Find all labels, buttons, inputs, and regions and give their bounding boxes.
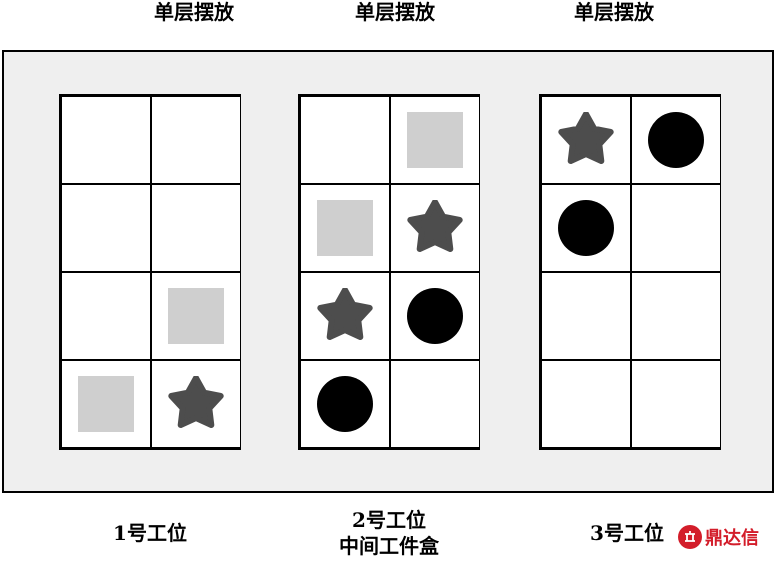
square-part-icon bbox=[407, 112, 463, 168]
grid-cell bbox=[631, 360, 721, 448]
grid-cell bbox=[300, 360, 390, 448]
grid-cell bbox=[631, 184, 721, 272]
grid-cell bbox=[631, 96, 721, 184]
grid-cell bbox=[151, 184, 241, 272]
watermark: 鼎达信 bbox=[678, 524, 759, 550]
watermark-logo-icon bbox=[678, 525, 702, 549]
circle-part-icon bbox=[407, 288, 463, 344]
station-2-label-line-1: 2号工位 bbox=[352, 508, 426, 532]
grid-cell bbox=[300, 184, 390, 272]
station-3-label: 3号工位 bbox=[547, 520, 707, 546]
crescent-part-icon bbox=[76, 115, 136, 165]
grid-cell bbox=[151, 360, 241, 448]
square-part-icon bbox=[168, 288, 224, 344]
watermark-text: 鼎达信 bbox=[705, 528, 759, 549]
grid-cell bbox=[300, 272, 390, 360]
station-1-label-line-1: 1号工位 bbox=[113, 521, 187, 545]
grid-cell bbox=[151, 272, 241, 360]
grid-cell bbox=[541, 96, 631, 184]
grid-cell bbox=[61, 184, 151, 272]
grid-cell bbox=[541, 272, 631, 360]
grid-cell bbox=[541, 184, 631, 272]
star-part-icon bbox=[407, 200, 463, 256]
crescent-part-icon bbox=[646, 379, 706, 429]
station-1-grid bbox=[59, 94, 241, 450]
crescent-part-icon bbox=[405, 379, 465, 429]
grid-cell bbox=[390, 96, 480, 184]
grid-cell bbox=[390, 360, 480, 448]
grid-cell bbox=[631, 272, 721, 360]
circle-part-icon bbox=[648, 112, 704, 168]
station-3-top-label: 单层摆放 bbox=[574, 0, 654, 24]
station-1-label: 1号工位 bbox=[70, 520, 230, 546]
grid-cell bbox=[541, 360, 631, 448]
square-part-icon bbox=[78, 376, 134, 432]
star-part-icon bbox=[168, 376, 224, 432]
circle-part-icon bbox=[317, 376, 373, 432]
grid-cell bbox=[61, 96, 151, 184]
star-part-icon bbox=[317, 288, 373, 344]
crescent-part-icon bbox=[315, 115, 375, 165]
station-2-label-line-2: 中间工件盒 bbox=[339, 534, 439, 558]
station-2-label: 2号工位 中间工件盒 bbox=[309, 507, 469, 559]
station-1-top-label: 单层摆放 bbox=[154, 0, 234, 24]
circle-part-icon bbox=[558, 200, 614, 256]
station-3-grid bbox=[539, 94, 721, 450]
station-2-grid bbox=[298, 94, 480, 450]
station-2-top-label: 单层摆放 bbox=[355, 0, 435, 24]
station-3-label-line-1: 3号工位 bbox=[590, 521, 664, 545]
grid-cell bbox=[61, 360, 151, 448]
grid-cell bbox=[300, 96, 390, 184]
grid-cell bbox=[151, 96, 241, 184]
grid-cell bbox=[390, 272, 480, 360]
grid-cell bbox=[390, 184, 480, 272]
grid-cell bbox=[61, 272, 151, 360]
star-part-icon bbox=[558, 112, 614, 168]
square-part-icon bbox=[317, 200, 373, 256]
